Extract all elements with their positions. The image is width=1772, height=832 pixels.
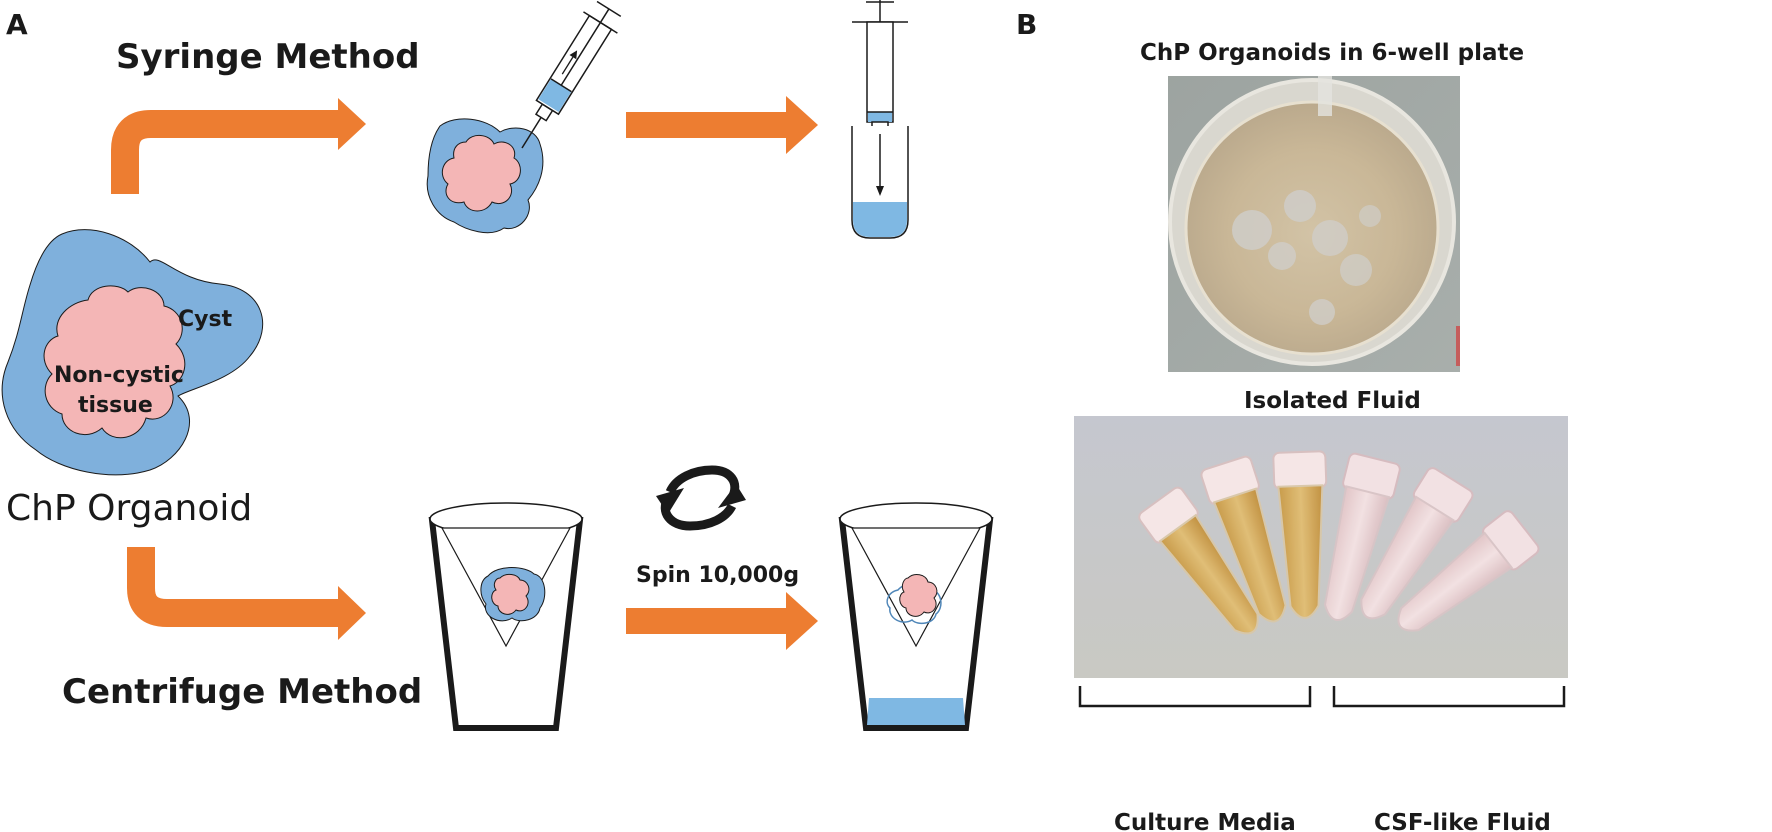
plate-photo-title: ChP Organoids in 6-well plate <box>1140 40 1524 66</box>
spin-rotation-icon <box>656 470 746 526</box>
chp-organoid-title: ChP Organoid <box>6 488 252 529</box>
centrifuge-branch-arrow <box>141 547 366 640</box>
fluid-photo-title: Isolated Fluid <box>1244 388 1421 414</box>
syringe-method-title: Syringe Method <box>116 37 420 77</box>
centrifuge-step-arrow <box>626 592 818 650</box>
syringe-into-tube <box>852 0 908 238</box>
non-cystic-label-line2: tissue <box>78 393 153 418</box>
culture-media-label: Culture Media <box>1114 810 1296 832</box>
csf-fluid-bracket <box>1334 686 1564 706</box>
panel-b-letter: B <box>1016 8 1037 41</box>
centrifuge-method-title: Centrifuge Method <box>62 672 422 712</box>
chp-organoid-diagram: Cyst Non-cystic tissue <box>2 230 262 475</box>
syringe-branch-arrow <box>125 98 366 194</box>
spin-label: Spin 10,000g <box>636 563 799 588</box>
csf-fluid-label: CSF-like Fluid <box>1374 810 1551 832</box>
plate-photo <box>1168 76 1460 372</box>
cyst-label: Cyst <box>178 307 233 332</box>
culture-media-bracket <box>1080 686 1310 706</box>
centrifuge-tube-after <box>840 503 992 728</box>
syringe-in-organoid <box>427 0 626 233</box>
tubes-photo <box>1074 416 1568 678</box>
non-cystic-label-line1: Non-cystic <box>54 363 184 388</box>
panel-a-letter: A <box>6 8 28 41</box>
syringe-step-arrow <box>626 96 818 154</box>
centrifuge-tube-before <box>430 503 582 728</box>
